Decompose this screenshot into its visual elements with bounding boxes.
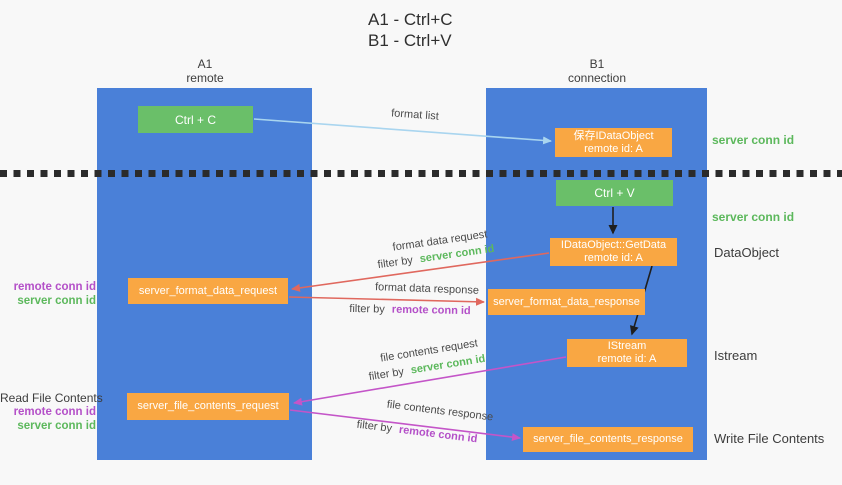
right-label-server-conn-id-top: server conn id [712, 133, 795, 147]
node-file-response-label: server_file_contents_response [533, 433, 683, 445]
column-b1-name: B1 [589, 57, 605, 71]
arrow-format-data-request [291, 252, 550, 292]
node-save-idataobject: 保存IDataObject remote id: A [555, 128, 672, 157]
separator-dotted-line [0, 170, 842, 177]
column-header-a1: A1 remote [160, 57, 250, 85]
label-filter-by-remote-conn-id-1: filter by remote conn id [349, 303, 471, 317]
right-label-server-conn-id-mid: server conn id [712, 210, 795, 224]
arrow-file-contents-request [293, 356, 567, 406]
node-server-format-data-response: server_format_data_response [488, 289, 645, 315]
right-label-write-file-contents: Write File Contents [714, 431, 825, 446]
column-a1-subtitle: remote [186, 71, 224, 85]
diagram-title: A1 - Ctrl+C B1 - Ctrl+V [368, 9, 453, 51]
node-file-request-label: server_file_contents_request [137, 400, 279, 412]
left-label-remote-conn-id-bottom: remote conn id [13, 406, 96, 418]
node-ctrl-c: Ctrl + C [138, 106, 253, 133]
left-label-server-conn-id-bottom: server conn id [17, 420, 96, 432]
left-label-read-file-contents: Read File Contents [0, 391, 103, 405]
node-server-file-contents-request: server_file_contents_request [127, 393, 289, 420]
node-server-file-contents-response: server_file_contents_response [523, 427, 693, 452]
right-label-dataobject: DataObject [714, 245, 780, 260]
node-server-format-data-request: server_format_data_request [128, 278, 288, 304]
node-istream: IStream remote id: A [567, 339, 687, 367]
node-idataobject-getdata: IDataObject::GetData remote id: A [550, 238, 677, 266]
left-conn-id-group-bottom: Read File Contents remote conn id server… [0, 391, 103, 433]
node-format-request-label: server_format_data_request [138, 284, 278, 297]
column-header-b1: B1 connection [552, 57, 642, 85]
node-istream-line1: IStream [607, 340, 647, 352]
left-label-server-conn-id-top: server conn id [17, 295, 96, 307]
left-conn-id-group-top: remote conn id server conn id [0, 280, 96, 308]
node-save-idataobject-line1: 保存IDataObject [573, 129, 654, 142]
node-ctrl-v: Ctrl + V [556, 180, 673, 206]
node-getdata-line1: IDataObject::GetData [560, 239, 667, 251]
node-format-response-label: server_format_data_response [493, 295, 640, 308]
arrow-file-contents-response [289, 409, 521, 442]
left-label-remote-conn-id-top: remote conn id [13, 281, 96, 293]
right-label-istream: Istream [714, 348, 758, 363]
node-save-idataobject-line2: remote id: A [584, 142, 643, 155]
remote-conn-id-text: remote conn id [391, 303, 471, 318]
node-ctrl-v-label: Ctrl + V [594, 186, 635, 200]
arrow-format-data-response [288, 296, 485, 306]
node-ctrl-c-label: Ctrl + C [174, 112, 216, 127]
node-getdata-line2: remote id: A [584, 252, 643, 264]
node-istream-line2: remote id: A [597, 353, 657, 365]
column-b1-subtitle: connection [567, 71, 627, 85]
title-line-2: B1 - Ctrl+V [368, 31, 452, 50]
column-a1-name: A1 [197, 57, 213, 71]
filter-by-text: filter by [349, 302, 385, 316]
arrow-format-list [253, 118, 552, 145]
title-line-1: A1 - Ctrl+C [368, 10, 453, 29]
